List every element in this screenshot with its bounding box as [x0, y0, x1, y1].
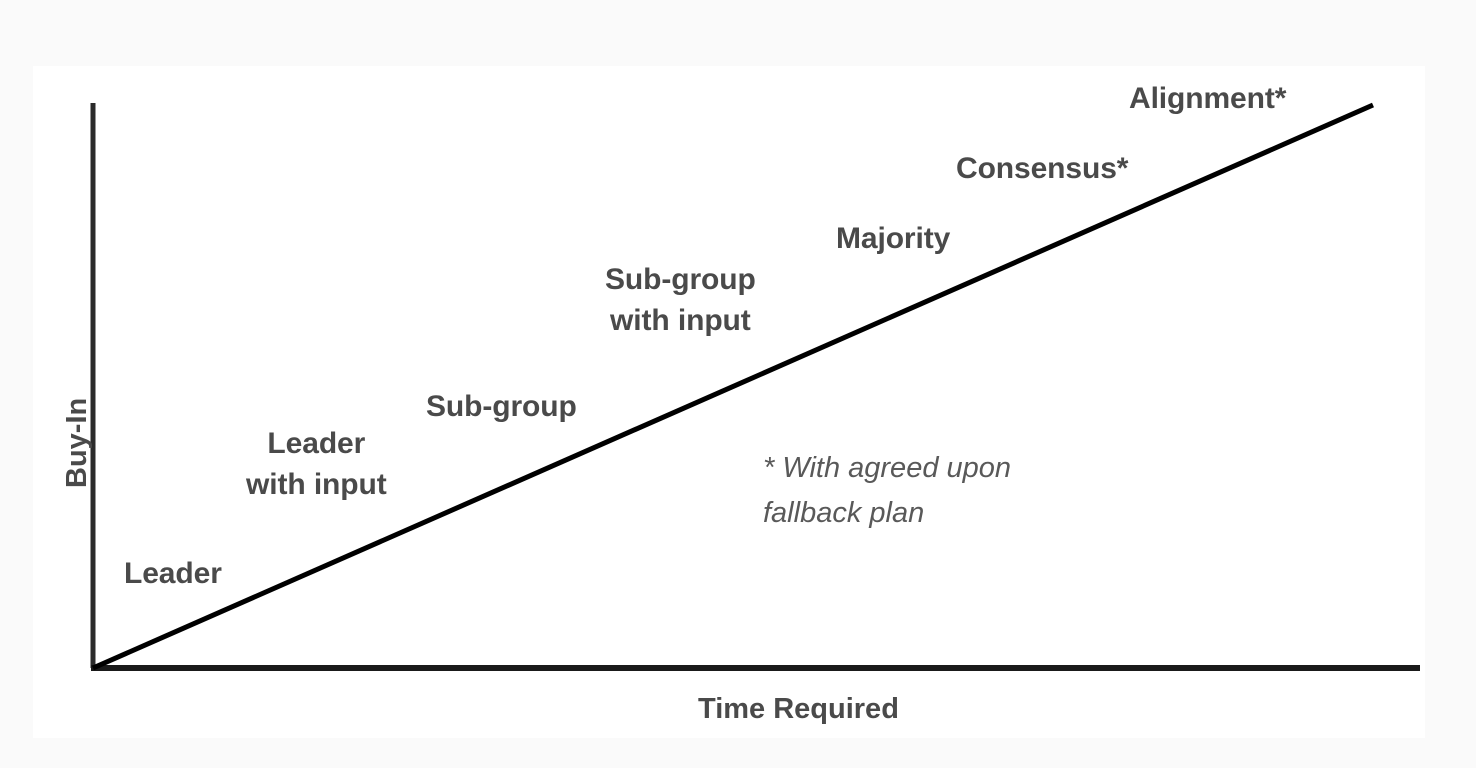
trend-line — [91, 102, 1375, 671]
chart-axes-and-line — [90, 102, 1420, 671]
data-label-sub-group: Sub-group — [426, 390, 577, 423]
footnote-text: * With agreed upon fallback plan — [763, 452, 1012, 529]
data-label-leader: Leader — [124, 557, 222, 590]
data-label-alignment: Alignment* — [1129, 82, 1287, 115]
data-label-sub-group-with-input: Sub-group with input — [605, 263, 756, 338]
x-axis-title: Time Required — [698, 693, 899, 725]
y-axis-title: Buy-In — [61, 397, 93, 488]
chart-card: Buy-In Time Required Leader Leader with … — [33, 66, 1425, 738]
data-label-consensus: Consensus* — [956, 152, 1129, 185]
data-label-majority: Majority — [836, 222, 951, 255]
plot-area: Buy-In Time Required Leader Leader with … — [33, 66, 1425, 738]
data-label-leader-with-input: Leader with input — [246, 427, 387, 502]
